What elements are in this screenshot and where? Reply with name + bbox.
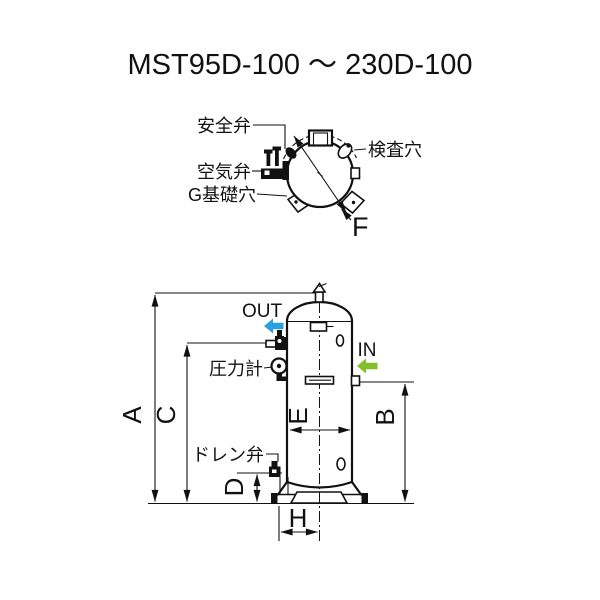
dim-f-label: F [352,212,369,242]
foundation-hole-left-dot [294,200,298,204]
dim-e-label: E [283,407,313,424]
dim-d-label: D [219,478,249,497]
safety-valve-boss [285,147,297,159]
drain-valve-label: ドレン弁 [192,445,264,465]
pressure-gauge [270,357,288,381]
safety-valve-top [311,282,327,303]
foundation-hole-label: G基礎穴 [188,185,256,205]
drawing-title: MST95D-100 ～ 230D-100 [128,49,473,81]
safety-valve-label: 安全弁 [197,116,251,136]
lower-coupling [336,457,346,471]
upper-coupling [335,334,345,347]
inlet-coupling [350,375,361,387]
inspection-hole-dot [346,143,351,148]
foundation-hole-leader [256,193,288,197]
f-leader-arrow [341,208,352,221]
inspection-hole-label: 検査穴 [368,140,422,160]
out-label: OUT [242,301,283,322]
air-valve-label: 空気弁 [197,162,251,182]
pressure-gauge-label: 圧力計 [209,359,263,379]
dim-h-label: H [289,503,308,533]
side-view: A C B D E H OUT IN 圧力計 ドレン弁 [117,282,414,541]
dim-a-label: A [117,406,147,424]
foundation-hole-right-dot [351,200,356,205]
side-coupling [350,167,361,180]
in-flow-arrow-icon [357,358,378,374]
center-mark [317,171,323,177]
dim-c-label: C [151,406,181,425]
inspection-hole-leader [353,148,367,151]
top-view: 安全弁 検査穴 空気弁 G基礎穴 F [188,116,422,242]
dim-b-label: B [370,408,400,425]
drain-valve [269,461,281,477]
air-valve-assembly [261,146,289,180]
safety-valve-leader [253,124,286,149]
out-flow-arrow-icon [264,318,284,334]
in-label: IN [358,340,377,361]
pressure-gauge-leader [263,366,273,369]
drain-valve-leader [266,453,279,462]
nameplate [309,321,328,332]
outlet-valve [265,330,288,350]
